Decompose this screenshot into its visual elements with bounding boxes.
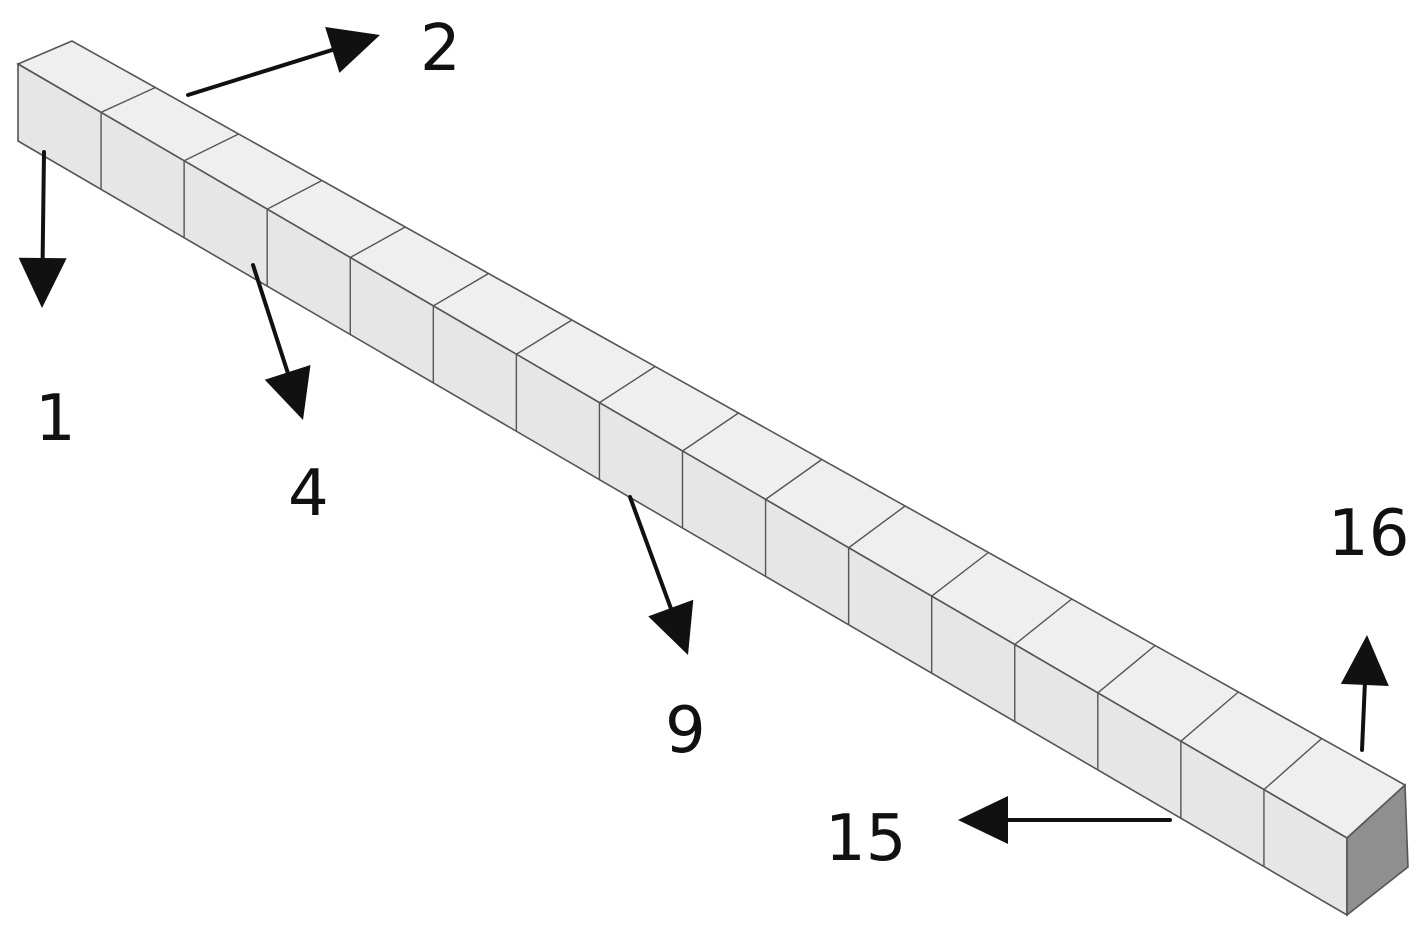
- label-2: 2: [420, 12, 461, 86]
- segment-divider: [930, 551, 989, 674]
- arrow-shaft: [628, 495, 673, 611]
- segment-divider: [681, 412, 739, 528]
- arrow-4: [251, 263, 311, 420]
- segment-divider: [100, 86, 156, 190]
- segment-divider: [266, 179, 323, 287]
- label-16: 16: [1328, 497, 1409, 571]
- arrow-2: [186, 27, 380, 97]
- arrow-head: [18, 257, 67, 308]
- segment-divider: [349, 226, 406, 335]
- arrow-head: [958, 796, 1008, 844]
- segmented-beam: [16, 40, 1409, 917]
- segment-divider: [847, 505, 906, 625]
- arrow-1: [18, 150, 67, 308]
- segment-divider: [432, 272, 489, 383]
- arrow-shaft: [186, 47, 335, 97]
- label-15: 15: [825, 802, 906, 876]
- beam-end-face: [1346, 783, 1409, 917]
- segment-divider: [1180, 691, 1239, 819]
- arrow-15: [958, 796, 1172, 844]
- arrow-head: [648, 599, 694, 655]
- arrow-head: [1340, 635, 1389, 686]
- arrow-9: [628, 495, 694, 655]
- segment-divider: [764, 458, 823, 577]
- arrow-head: [264, 365, 311, 420]
- segment-divider: [1263, 737, 1323, 867]
- segment-divider: [183, 133, 239, 238]
- segment-divider: [1097, 644, 1156, 770]
- arrow-16: [1340, 635, 1389, 752]
- segment-divider: [1014, 598, 1073, 722]
- label-9: 9: [665, 694, 706, 768]
- arrow-shaft: [251, 263, 290, 375]
- beam-top-face: [16, 40, 1407, 839]
- arrow-shaft: [1360, 682, 1367, 752]
- arrow-head: [325, 27, 380, 73]
- segment-divider: [598, 365, 656, 480]
- arrow-group: [18, 27, 1389, 844]
- label-4: 4: [288, 457, 329, 531]
- segment-divider: [515, 319, 573, 432]
- label-1: 1: [35, 382, 76, 456]
- arrow-shaft: [40, 150, 46, 261]
